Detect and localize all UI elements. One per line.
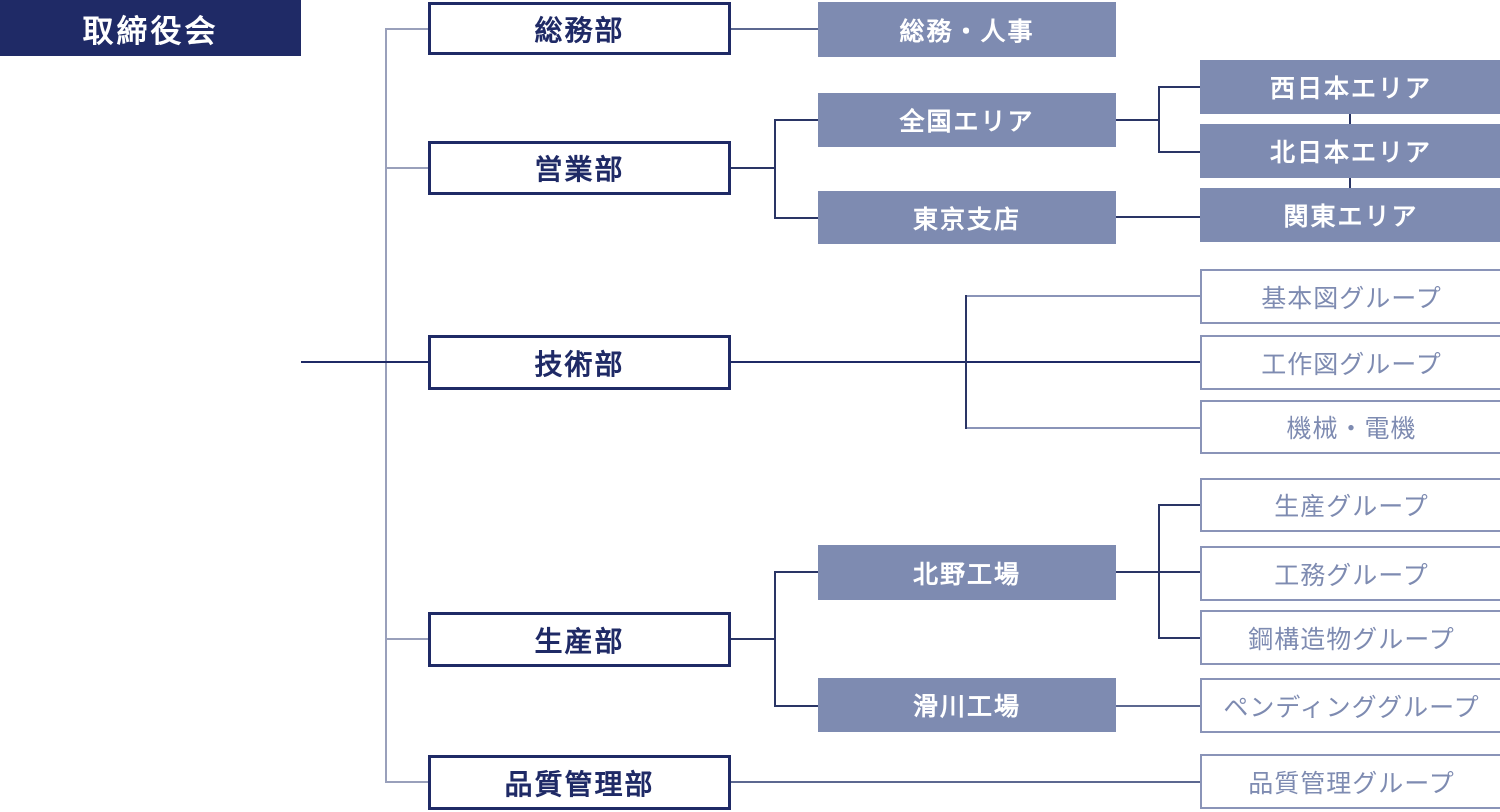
connector-general-affairs-hr: [731, 28, 818, 30]
node-quality-control-dept: 品質管理部: [428, 755, 731, 810]
connector-production-bracket: [774, 571, 776, 707]
node-sales-dept: 営業部: [428, 141, 731, 195]
node-production-dept: 生産部: [428, 612, 731, 667]
node-general-affairs-dept: 総務部: [428, 2, 731, 55]
connector-engineering-basic-drawing: [967, 295, 1200, 297]
connector-production-namerikawa: [776, 705, 818, 707]
connector-tokyo-kanto: [1116, 216, 1200, 218]
node-kanto-area: 関東エリア: [1200, 188, 1500, 242]
connector-west-north-tick: [1349, 114, 1351, 124]
node-tokyo-branch: 東京支店: [818, 191, 1116, 244]
connector-north-kanto-tick: [1349, 178, 1351, 188]
connector-trunk-sales: [386, 167, 428, 169]
node-working-drawing-group: 工作図グループ: [1200, 335, 1500, 390]
node-pending-group: ペンディンググループ: [1200, 678, 1500, 733]
node-kitano-plant: 北野工場: [818, 545, 1116, 600]
connector-national-stub: [1116, 119, 1160, 121]
connector-namerikawa-pending: [1116, 705, 1200, 707]
connector-production-kitano: [776, 571, 818, 573]
connector-quality-group: [731, 781, 1200, 783]
connector-trunk-production: [386, 638, 428, 640]
node-board-of-directors: 取締役会: [0, 0, 301, 56]
connector-trunk-quality: [386, 781, 428, 783]
connector-national-north: [1160, 151, 1200, 153]
connector-engineering-machinery: [967, 427, 1200, 429]
node-general-affairs-hr: 総務・人事: [818, 2, 1116, 57]
connector-kitano-production-group: [1160, 504, 1200, 506]
node-north-japan-area: 北日本エリア: [1200, 124, 1500, 178]
node-basic-drawing-group: 基本図グループ: [1200, 269, 1500, 324]
node-west-japan-area: 西日本エリア: [1200, 60, 1500, 114]
connector-kitano-bracket: [1158, 504, 1160, 639]
trunk-line: [385, 28, 387, 783]
node-namerikawa-plant: 滑川工場: [818, 678, 1116, 732]
node-national-area: 全国エリア: [818, 93, 1116, 147]
connector-national-bracket: [1158, 86, 1160, 153]
node-engineering-dept: 技術部: [428, 335, 731, 390]
connector-trunk-general-affairs: [386, 28, 428, 30]
connector-sales-bracket: [774, 119, 776, 219]
connector-kitano-steel-group: [1160, 637, 1200, 639]
connector-production-stub: [731, 638, 776, 640]
node-machinery-electric-group: 機械・電機: [1200, 400, 1500, 454]
node-quality-control-group: 品質管理グループ: [1200, 754, 1500, 809]
connector-engineering-bracket: [965, 295, 967, 429]
connector-board-to-engineering: [301, 361, 428, 363]
connector-sales-stub: [731, 167, 776, 169]
node-engineering-works-group: 工務グループ: [1200, 546, 1500, 601]
connector-sales-national: [776, 119, 818, 121]
connector-national-west: [1160, 86, 1200, 88]
node-production-group: 生産グループ: [1200, 478, 1500, 532]
node-steel-structure-group: 鋼構造物グループ: [1200, 610, 1500, 665]
connector-sales-tokyo: [776, 217, 818, 219]
